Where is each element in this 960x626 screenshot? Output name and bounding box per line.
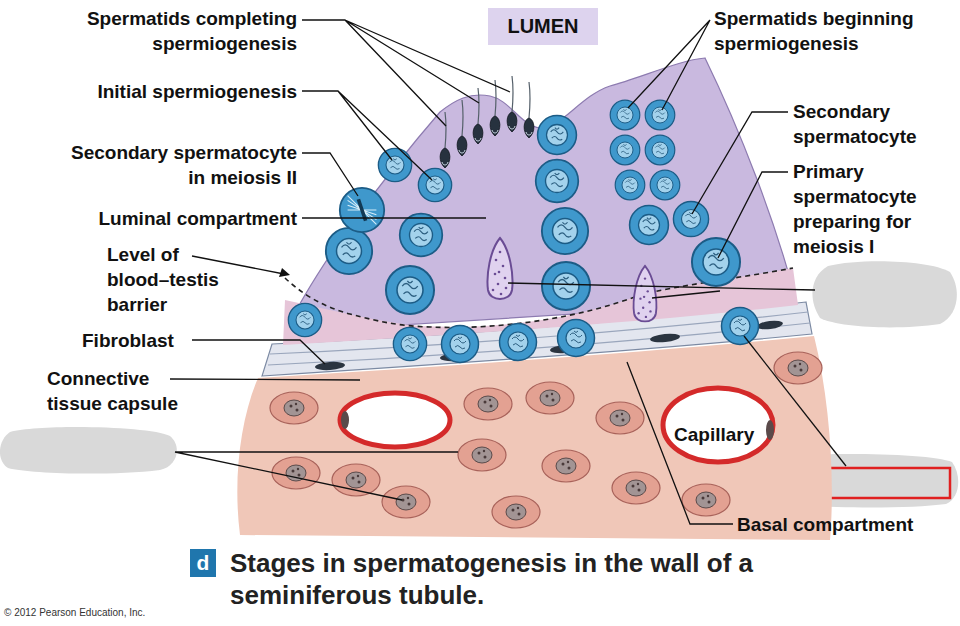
callout-label: Initial spermiogenesis xyxy=(77,79,297,104)
callout-label: Luminal compartment xyxy=(67,206,297,231)
box-text: LUMEN xyxy=(507,15,578,38)
interstitial-cell xyxy=(458,439,506,471)
secondary-spermatocyte xyxy=(538,116,577,155)
lumen-box: LUMEN xyxy=(488,8,598,45)
primary-spermatocyte xyxy=(542,262,590,310)
interstitial-cell xyxy=(526,382,574,414)
late-spermatid xyxy=(490,80,500,136)
spermatogonium xyxy=(288,303,321,336)
late-spermatid xyxy=(507,76,517,132)
sertoli-nucleus xyxy=(634,266,657,322)
panel-letter: d xyxy=(190,549,216,577)
early-spermatid xyxy=(610,100,640,130)
fibroblast-nucleus xyxy=(650,332,681,343)
interstitial-cell xyxy=(774,352,822,384)
primary-spermatocyte xyxy=(386,266,434,314)
callout-label: Secondary spermatocyte in meiosis II xyxy=(61,140,297,190)
interstitial-cell xyxy=(682,484,730,516)
early-spermatid xyxy=(610,135,640,165)
leader-line xyxy=(628,20,710,110)
leader-line xyxy=(302,20,510,126)
late-spermatid xyxy=(440,112,450,168)
late-spermatid xyxy=(524,82,534,138)
early-spermatid xyxy=(418,168,451,201)
callout-label: Primary spermatocyte preparing for meios… xyxy=(793,159,953,259)
secondary-spermatocyte xyxy=(536,160,579,203)
interstitial-cell xyxy=(464,388,512,420)
callout-label: Level of blood–testis barrier xyxy=(107,242,232,317)
callout-label: Basal compartment xyxy=(737,512,952,537)
endothelial-nucleus xyxy=(766,420,774,440)
endothelial-nucleus xyxy=(341,411,349,429)
redaction-blob xyxy=(812,261,956,327)
callout-label: Connective tissue capsule xyxy=(47,366,197,416)
leader-line xyxy=(508,283,815,298)
primary-spermatocyte xyxy=(692,238,740,286)
redaction-blob xyxy=(0,427,177,474)
fibroblast-nucleus xyxy=(757,319,784,330)
arrowhead xyxy=(279,268,290,277)
fibroblast-nucleus xyxy=(315,361,345,371)
callout-label: Spermatids beginning spermiogenesis xyxy=(714,6,939,56)
leader-line xyxy=(175,452,458,500)
leader-line xyxy=(692,112,788,214)
primary-spermatocyte xyxy=(400,214,443,257)
copyright-note: © 2012 Pearson Education, Inc. xyxy=(4,607,224,619)
early-spermatid xyxy=(645,100,675,130)
early-spermatid xyxy=(650,170,680,200)
leader-line xyxy=(744,336,846,466)
box-text: d xyxy=(197,551,210,575)
early-spermatid xyxy=(615,170,645,200)
late-spermatid xyxy=(473,88,483,144)
late-spermatid xyxy=(457,100,467,156)
leader-line xyxy=(302,217,486,218)
spermatogonium xyxy=(442,326,479,363)
leader-line xyxy=(718,172,788,258)
interstitial-tissue xyxy=(237,336,832,540)
interstitial-cell xyxy=(596,402,644,434)
primary-spermatocyte xyxy=(542,208,588,254)
meiosis-ii-cell xyxy=(340,188,384,232)
early-spermatid xyxy=(645,135,675,165)
interstitial-cell xyxy=(542,450,590,482)
leader-line xyxy=(192,340,325,364)
spermatogonium xyxy=(500,324,537,361)
secondary-spermatocyte xyxy=(630,206,669,245)
leader-line xyxy=(302,153,358,196)
spermatogonium xyxy=(393,327,426,360)
interstitial-cell xyxy=(492,496,540,528)
callout-label: Spermatids completing spermiogenesis xyxy=(75,6,297,56)
leader-line xyxy=(302,91,432,180)
interstitial-cell xyxy=(332,464,380,496)
spermatogonium xyxy=(722,308,759,345)
callout-label: Secondary spermatocyte xyxy=(793,99,953,149)
callout-label: Capillary xyxy=(674,422,774,447)
figure-caption: Stages in spermatogenesis in the wall of… xyxy=(230,547,775,611)
early-spermatid xyxy=(378,148,411,181)
spermatogonium xyxy=(558,320,595,357)
interstitial-cell xyxy=(272,457,320,489)
interstitial-cell xyxy=(612,472,660,504)
secondary-spermatocyte xyxy=(673,201,708,236)
sertoli-nucleus xyxy=(488,238,513,299)
capillary xyxy=(663,388,773,462)
capillary xyxy=(340,393,450,447)
interstitial-cell xyxy=(270,392,318,424)
callout-label: Fibroblast xyxy=(82,328,202,353)
interstitial-cell xyxy=(382,486,430,518)
leader-line xyxy=(170,379,360,380)
primary-spermatocyte xyxy=(326,228,372,274)
